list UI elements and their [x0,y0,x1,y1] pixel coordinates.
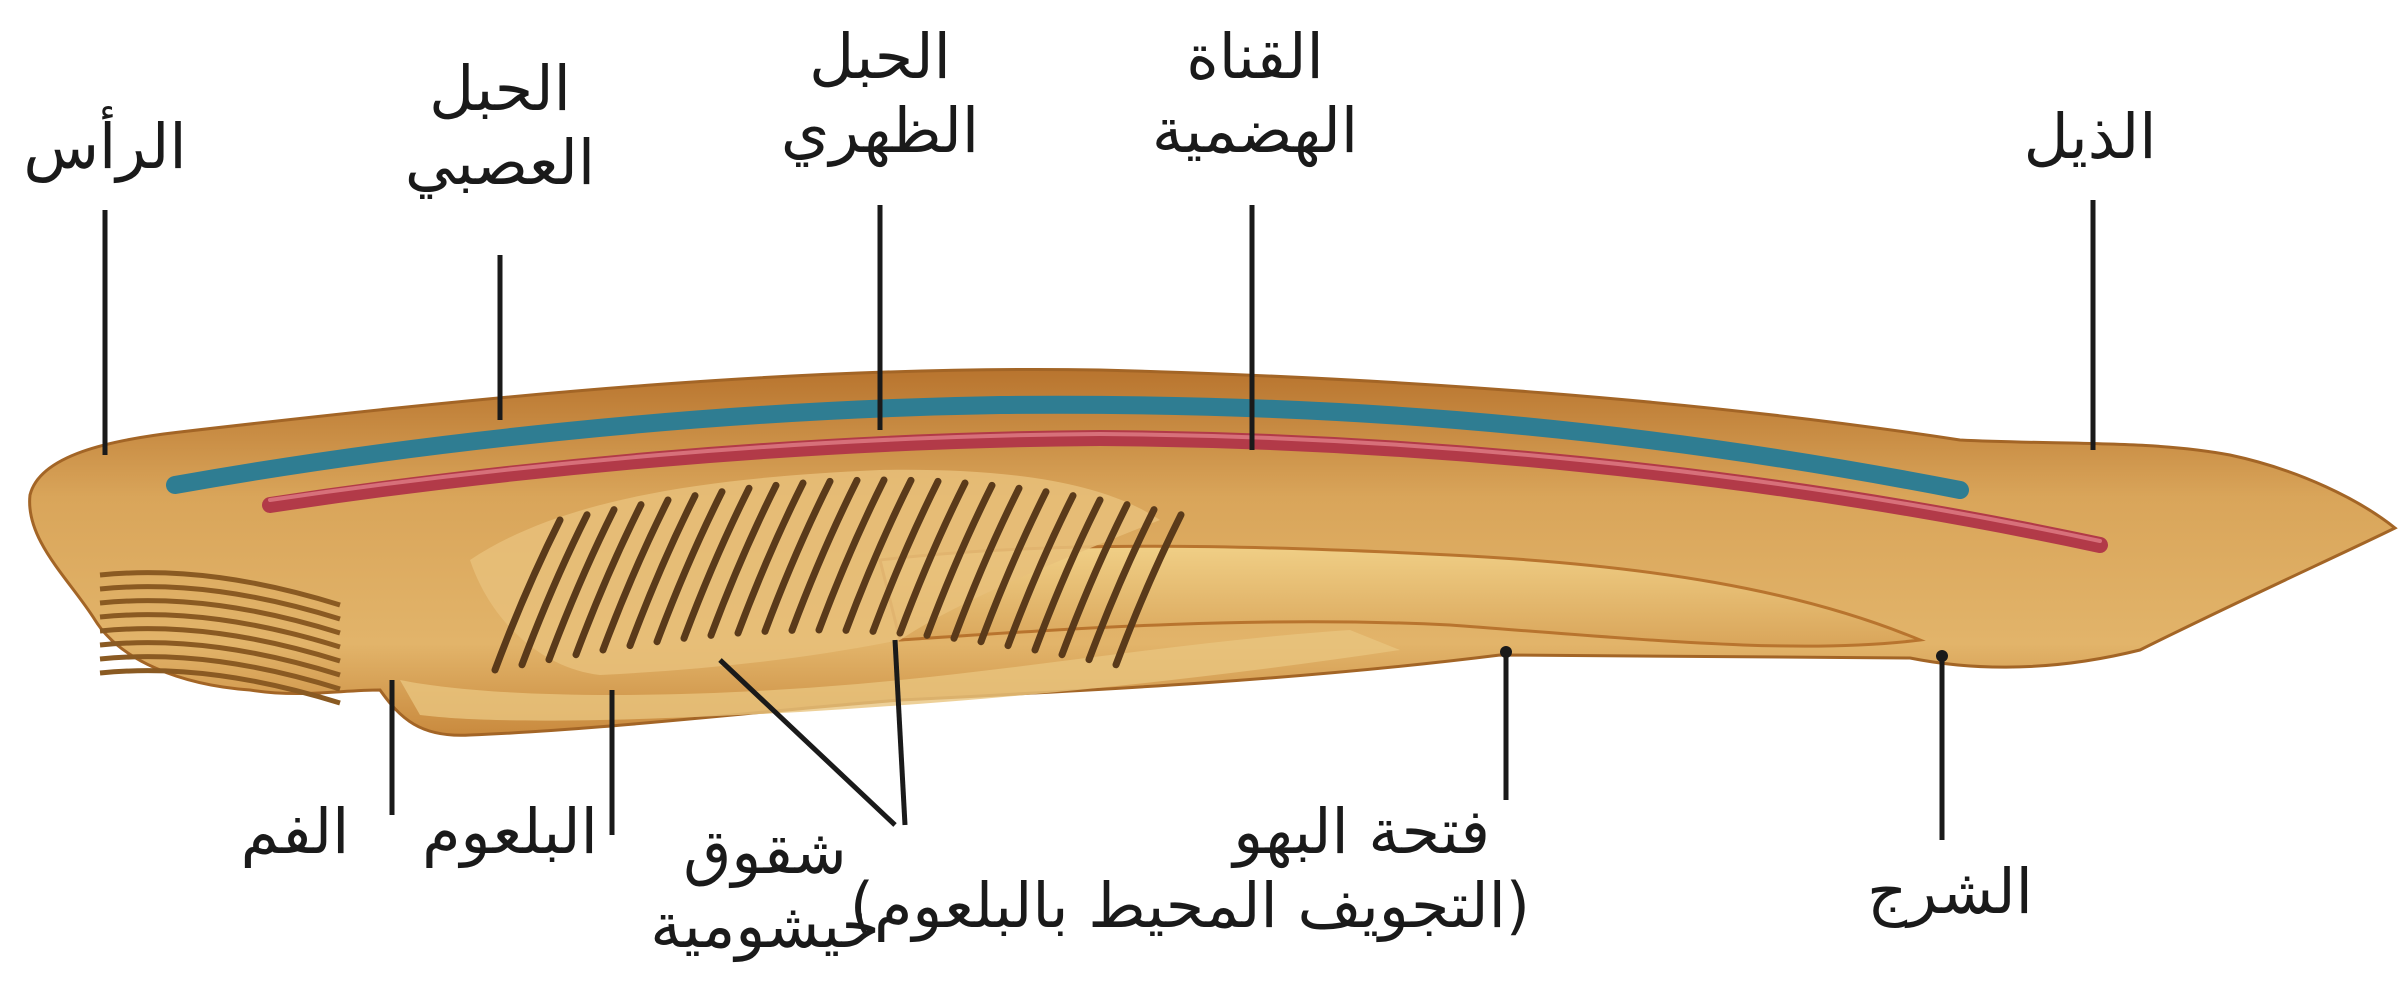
label-dorsal-cord-line1: الحبل [770,20,990,94]
label-nerve-cord-line2: العصبي [400,126,600,200]
label-digestive-line1: القناة [1130,20,1380,94]
label-dorsal-cord: الحبل الظهري [770,20,990,168]
label-mouth: الفم [220,795,370,869]
label-head: الرأس [10,110,200,184]
label-nerve-cord: الحبل العصبي [400,52,600,200]
label-atriopore-line1: فتحة البهو [940,795,1530,869]
label-atriopore: فتحة البهو (التجويف المحيط بالبلعوم) [940,795,1530,943]
label-dorsal-cord-line2: الظهري [770,94,990,168]
label-anus: الشرج [1840,855,2060,929]
label-nerve-cord-line1: الحبل [400,52,600,126]
label-pharynx: البلعوم [400,795,620,869]
atriopore-dot [1500,646,1512,658]
label-tail: الذيل [1990,100,2190,174]
label-atriopore-line2: (التجويف المحيط بالبلعوم) [940,869,1530,943]
label-digestive-tract: القناة الهضمية [1130,20,1380,168]
label-digestive-line2: الهضمية [1130,94,1380,168]
anus-dot [1936,650,1948,662]
